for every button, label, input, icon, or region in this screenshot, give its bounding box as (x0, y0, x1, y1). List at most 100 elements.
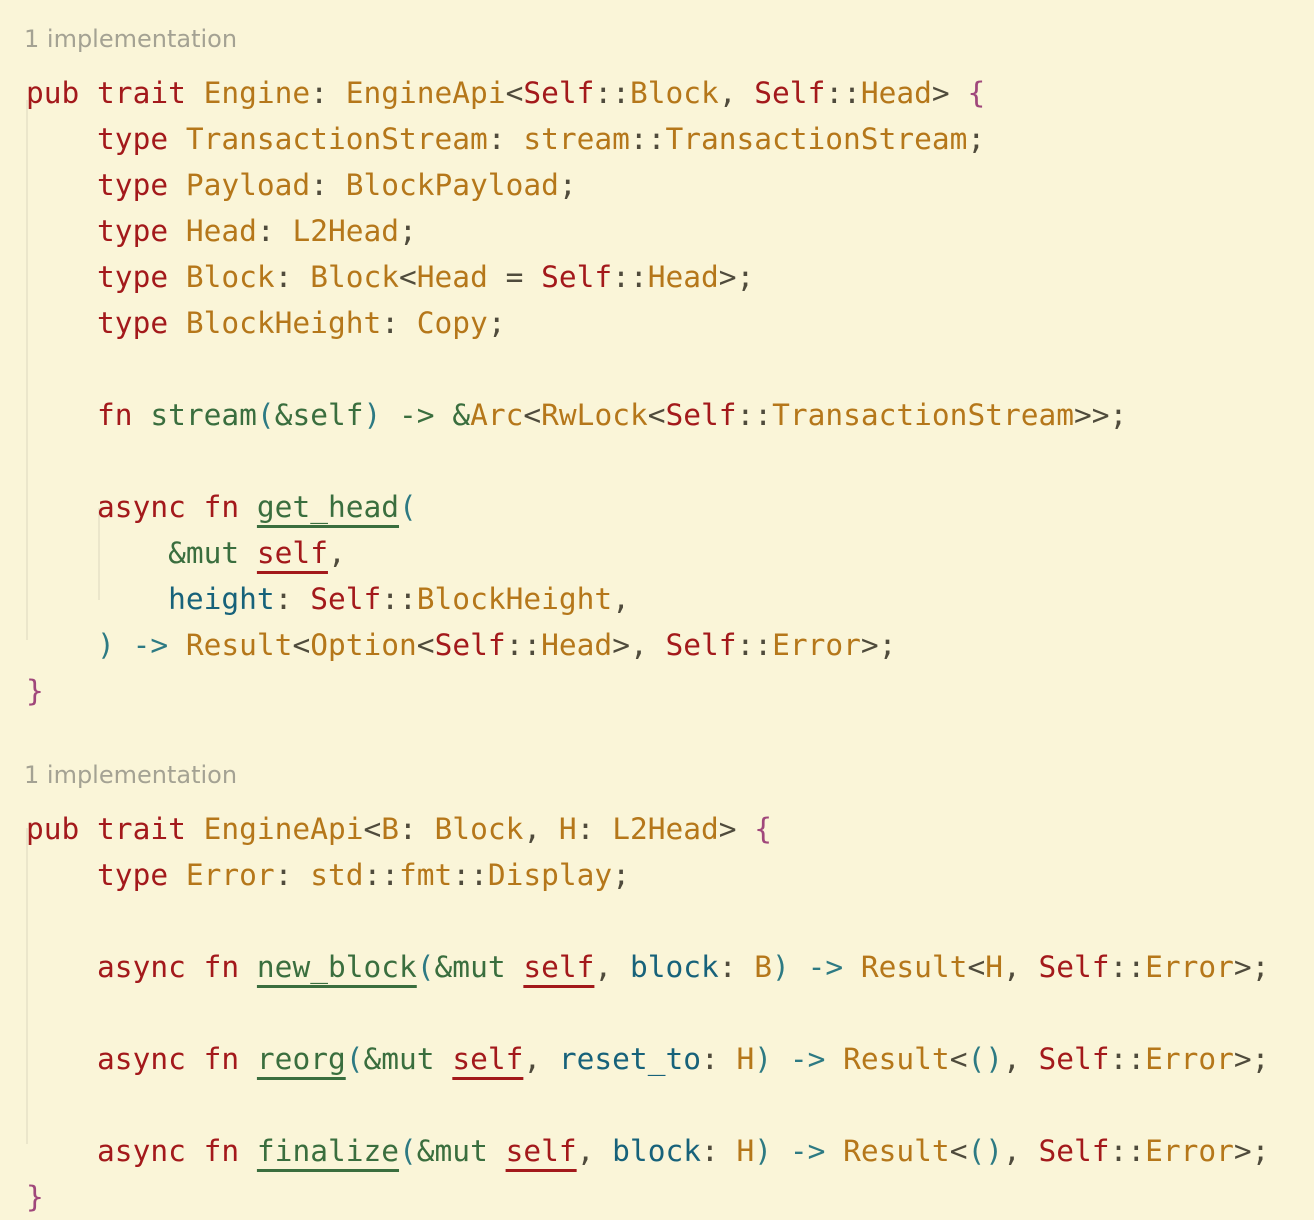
punctuation-token: : (274, 260, 311, 294)
operator-token: -> (807, 950, 861, 984)
type-token: BlockHeight (416, 582, 613, 616)
punctuation-token (26, 1134, 97, 1168)
punctuation-token: : (381, 306, 417, 340)
keyword-token: async (97, 950, 204, 984)
punctuation-token: < (949, 1134, 968, 1168)
punctuation-token (26, 260, 97, 294)
operator-token: ) (97, 628, 133, 662)
keyword-token: async (97, 490, 204, 524)
operator-token: ) (754, 1134, 790, 1168)
function-token: &mut (416, 1134, 506, 1168)
punctuation-token: < (292, 628, 311, 662)
codelens-implementations[interactable]: 1 implementation (24, 761, 238, 789)
punctuation-token: ; (612, 858, 630, 892)
punctuation-token (26, 536, 168, 570)
code-line: } (26, 1174, 44, 1220)
type-token: Display (487, 858, 613, 892)
function-token: &self (274, 398, 364, 432)
punctuation-token (26, 858, 97, 892)
punctuation-token: < (949, 1042, 968, 1076)
punctuation-token: ; (967, 122, 986, 156)
keyword-token: trait (97, 76, 204, 110)
punctuation-token (26, 490, 97, 524)
punctuation-token: , (1002, 1134, 1039, 1168)
punctuation-token (26, 582, 168, 616)
punctuation-token: < (363, 812, 382, 846)
keyword-token: Self (1038, 1042, 1110, 1076)
parameter-token: block (612, 1134, 701, 1168)
self-param-token[interactable]: self (505, 1134, 577, 1168)
operator-token: ( (416, 950, 435, 984)
punctuation-token: :: (381, 582, 417, 616)
type-token: Head (416, 260, 488, 294)
punctuation-token: :: (612, 260, 648, 294)
punctuation-token: :: (825, 76, 861, 110)
punctuation-token (26, 214, 97, 248)
punctuation-token: :: (736, 628, 773, 662)
keyword-token: Self (754, 76, 826, 110)
operator-token: ( (256, 398, 275, 432)
type-token: std (310, 858, 364, 892)
type-token: fmt (399, 858, 453, 892)
type-token: Result (843, 1134, 950, 1168)
keyword-token: Self (523, 76, 595, 110)
type-token: TransactionStream (665, 122, 968, 156)
function-name[interactable]: finalize (256, 1134, 400, 1168)
type-token: TransactionStream (772, 398, 1075, 432)
punctuation-token: < (505, 76, 524, 110)
punctuation-token: :: (1109, 1134, 1146, 1168)
type-token: B (754, 950, 773, 984)
keyword-token: pub (26, 812, 98, 846)
type-token: Error (1145, 1134, 1234, 1168)
operator-token: () (967, 1042, 1003, 1076)
function-token: -> (399, 398, 453, 432)
operator-token: ( (399, 490, 417, 524)
punctuation-token: >; (1233, 1042, 1270, 1076)
keyword-token: Self (665, 398, 737, 432)
keyword-token: Self (434, 628, 506, 662)
code-line: async fn new_block(&mut self, block: B) … (26, 944, 1269, 990)
self-param-token[interactable]: self (256, 536, 328, 570)
function-token: & (452, 398, 471, 432)
code-line: type TransactionStream: stream::Transact… (26, 116, 985, 162)
punctuation-token: > (718, 812, 755, 846)
function-name[interactable]: reorg (256, 1042, 346, 1076)
operator-token: ( (399, 1134, 417, 1168)
type-token: H (736, 1134, 755, 1168)
self-param-token[interactable]: self (523, 950, 595, 984)
operator-token: ( (345, 1042, 364, 1076)
type-token: Block (185, 260, 275, 294)
punctuation-token: >>; (1074, 398, 1128, 432)
keyword-token: fn (97, 398, 151, 432)
code-line: type Head: L2Head; (26, 208, 417, 254)
punctuation-token: :: (594, 76, 630, 110)
function-name[interactable]: new_block (256, 950, 417, 984)
function-name[interactable]: get_head (256, 490, 400, 524)
punctuation-token: : (256, 214, 293, 248)
self-param-token[interactable]: self (452, 1042, 524, 1076)
punctuation-token: ; (558, 168, 577, 202)
type-token: L2Head (292, 214, 400, 248)
type-token: Block (434, 812, 524, 846)
punctuation-token: >; (1233, 1134, 1270, 1168)
punctuation-token: :: (363, 858, 400, 892)
operator-token: -> (132, 628, 186, 662)
type-token: H (736, 1042, 755, 1076)
keyword-token: type (97, 858, 186, 892)
type-token: Error (1145, 1042, 1234, 1076)
brace-token: { (754, 812, 773, 846)
keyword-token: trait (97, 812, 204, 846)
punctuation-token: :: (629, 122, 666, 156)
punctuation-token (26, 628, 97, 662)
brace-token: } (26, 1180, 44, 1214)
operator-token: ) (754, 1042, 790, 1076)
punctuation-token: , (1002, 950, 1039, 984)
punctuation-token: < (523, 398, 542, 432)
keyword-token: fn (203, 1134, 257, 1168)
codelens-implementations[interactable]: 1 implementation (24, 25, 238, 53)
punctuation-token: >; (718, 260, 755, 294)
punctuation-token: >; (860, 628, 897, 662)
punctuation-token: , (718, 76, 755, 110)
code-line: pub trait EngineApi<B: Block, H: L2Head>… (26, 806, 772, 852)
